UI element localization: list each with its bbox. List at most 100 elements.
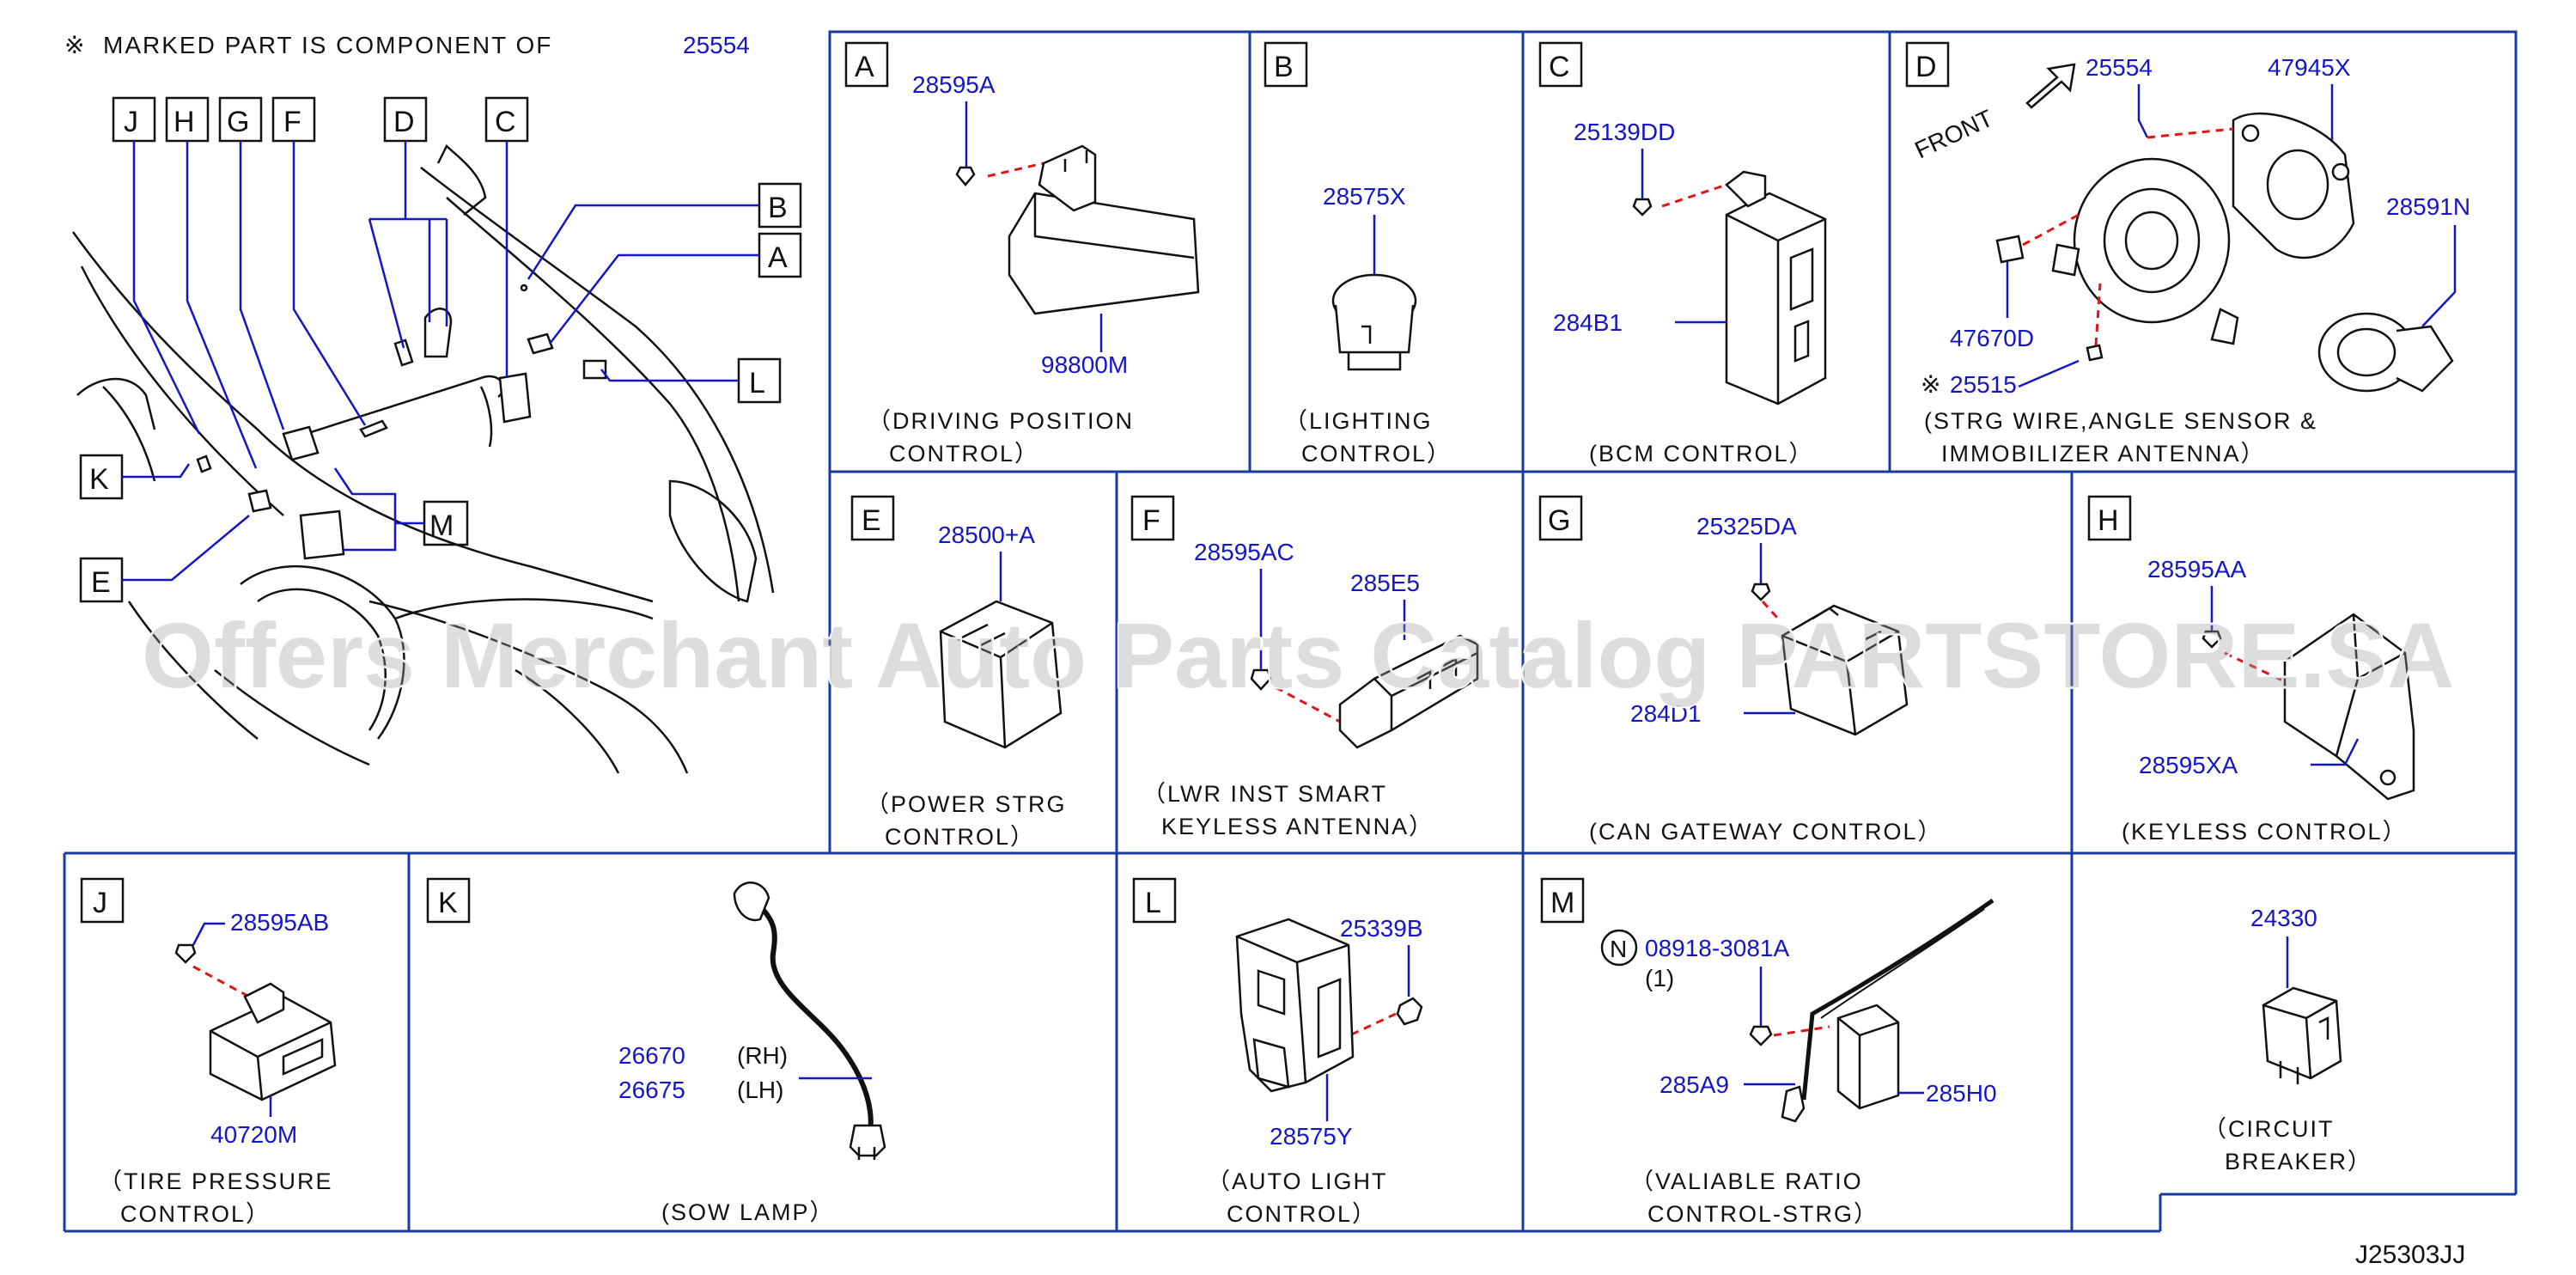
caption-M-2: CONTROL-STRG） — [1647, 1201, 1879, 1227]
part-28575Y[interactable]: 28575Y — [1270, 1123, 1353, 1150]
callout-B[interactable]: B — [768, 192, 788, 224]
caption-A-1: （DRIVING POSITION — [868, 408, 1134, 434]
caption-K-1: (SOW LAMP） — [661, 1199, 835, 1225]
part-98800M[interactable]: 98800M — [1041, 351, 1128, 378]
caption-C-1: (BCM CONTROL） — [1589, 441, 1814, 467]
part-25325DA[interactable]: 25325DA — [1696, 513, 1797, 540]
part-284D1[interactable]: 284D1 — [1630, 700, 1702, 727]
panel-K: K 26670 (RH) 26675 (LH) (SOW LAMP） — [426, 877, 886, 1225]
panel-circuit-breaker: 24330 （CIRCUIT BREAKER） — [2203, 905, 2371, 1174]
part-47670D[interactable]: 47670D — [1950, 325, 2034, 351]
caption-B-2: CONTROL） — [1301, 441, 1452, 467]
panel-L: L 25339B 28575Y （AUTO LIGHT CONTROL） — [1132, 877, 1423, 1227]
panel-B-letter: B — [1274, 51, 1294, 83]
caption-F-2: KEYLESS ANTENNA） — [1161, 814, 1434, 839]
panel-J: J 28595AB 40720M （TIRE PRESSURE CONTROL） — [80, 877, 337, 1227]
marked-note-part[interactable]: 25554 — [683, 32, 750, 58]
part-25139DD[interactable]: 25139DD — [1574, 119, 1675, 145]
caption-G-1: (CAN GATEWAY CONTROL） — [1589, 819, 1943, 845]
part-285A9[interactable]: 285A9 — [1659, 1071, 1729, 1098]
callout-E[interactable]: E — [91, 566, 111, 599]
panel-K-letter: K — [438, 887, 458, 919]
panel-E-letter: E — [862, 504, 881, 537]
panel-G: G 25325DA 284D1 (CAN GATEWAY CONTROL） — [1538, 495, 1943, 845]
caption-A-2: CONTROL） — [889, 441, 1039, 467]
drawing-code: J25303JJ — [2355, 1241, 2465, 1269]
panel-H: H 28595AA 28595XA (KEYLESS CONTROL） — [2087, 495, 2415, 845]
part-26670[interactable]: 26670 — [618, 1042, 685, 1069]
panel-F: F 28595AC 285E5 （LWR INST SMART KEYLESS … — [1130, 495, 1479, 839]
caption-E-1: （POWER STRG — [866, 791, 1067, 817]
part-08918-3081A[interactable]: 08918-3081A — [1645, 935, 1789, 961]
part-24330[interactable]: 24330 — [2250, 905, 2317, 931]
panel-M-letter: M — [1550, 887, 1574, 919]
part-28595AB[interactable]: 28595AB — [230, 909, 329, 936]
caption-F-1: （LWR INST SMART — [1142, 781, 1387, 807]
callout-H[interactable]: H — [174, 106, 195, 138]
caption-M-1: （VALIABLE RATIO — [1630, 1168, 1863, 1194]
front-label: FRONT — [1910, 105, 1997, 164]
caption-B-1: （LIGHTING — [1284, 408, 1433, 434]
caption-J-2: CONTROL） — [120, 1201, 271, 1227]
front-arrow-icon — [2025, 63, 2076, 109]
panel-J-letter: J — [93, 887, 107, 919]
part-25339B[interactable]: 25339B — [1340, 915, 1423, 942]
panel-H-letter: H — [2098, 504, 2119, 537]
marked-symbol: ※ — [64, 32, 84, 58]
callout-J[interactable]: J — [124, 106, 138, 138]
caption-L-2: CONTROL） — [1227, 1201, 1377, 1227]
part-28500A[interactable]: 28500+A — [938, 522, 1035, 548]
callout-L[interactable]: L — [749, 367, 765, 400]
vehicle-overview — [71, 143, 775, 774]
part-25554[interactable]: 25554 — [2086, 54, 2153, 81]
caption-E-2: CONTROL） — [885, 824, 1035, 850]
panel-B: B 28575X （LIGHTING CONTROL） — [1264, 41, 1452, 467]
callout-M[interactable]: M — [429, 509, 454, 542]
part-26675[interactable]: 26675 — [618, 1077, 685, 1103]
caption-D-1: (STRG WIRE,ANGLE SENSOR & — [1924, 408, 2317, 434]
overview-callouts: J H G F D C B A L K M E — [79, 96, 802, 603]
part-40720M[interactable]: 40720M — [210, 1121, 297, 1148]
part-28575X[interactable]: 28575X — [1323, 183, 1406, 210]
panel-L-letter: L — [1145, 887, 1161, 919]
qty-08918-3081A: (1) — [1645, 965, 1674, 991]
caption-L-1: （AUTO LIGHT — [1207, 1168, 1388, 1194]
callout-A[interactable]: A — [768, 241, 788, 274]
caption-D-2: IMMOBILIZER ANTENNA） — [1941, 441, 2266, 467]
part-25515[interactable]: 25515 — [1950, 371, 2017, 398]
part-28591N[interactable]: 28591N — [2386, 193, 2470, 220]
marked-note: MARKED PART IS COMPONENT OF — [103, 32, 552, 58]
nut-symbol-icon: N — [1610, 936, 1627, 962]
panel-grid — [63, 30, 2518, 1233]
part-28595AA[interactable]: 28595AA — [2147, 556, 2247, 583]
panel-F-letter: F — [1142, 504, 1160, 537]
callout-C[interactable]: C — [495, 106, 516, 138]
marked-25515-symbol: ※ — [1921, 371, 1940, 398]
callout-G[interactable]: G — [227, 106, 249, 138]
panel-G-letter: G — [1548, 504, 1570, 537]
part-28595A[interactable]: 28595A — [912, 71, 996, 98]
panel-C-letter: C — [1549, 51, 1570, 83]
callout-F[interactable]: F — [283, 106, 301, 138]
part-285E5[interactable]: 285E5 — [1350, 570, 1420, 596]
part-47945X[interactable]: 47945X — [2268, 54, 2351, 81]
callout-D[interactable]: D — [393, 106, 415, 138]
caption-H-1: (KEYLESS CONTROL） — [2122, 819, 2408, 845]
panel-A: A 28595A 98800M （DRIVING POSITION CONTRO… — [844, 41, 1200, 467]
panel-D-letter: D — [1915, 51, 1937, 83]
part-284B1[interactable]: 284B1 — [1553, 309, 1623, 336]
panel-M: M N 08918-3081A (1) 285A9 285H0 （VALIABL… — [1540, 877, 1997, 1227]
panel-A-letter: A — [855, 51, 874, 83]
side-RH: (RH) — [737, 1042, 788, 1069]
side-LH: (LH) — [737, 1077, 783, 1103]
caption-J-1: （TIRE PRESSURE — [99, 1168, 333, 1194]
part-28595XA[interactable]: 28595XA — [2139, 752, 2238, 778]
caption-breaker-1: （CIRCUIT — [2203, 1116, 2335, 1142]
part-28595AC[interactable]: 28595AC — [1194, 539, 1294, 565]
panel-D: D FRONT 25554 47945X 28591N 47670D ※ 255… — [1905, 41, 2470, 467]
callout-K[interactable]: K — [89, 463, 109, 496]
panel-C: C 25139DD 284B1 (BCM CONTROL） — [1538, 41, 1827, 467]
part-285H0[interactable]: 285H0 — [1926, 1080, 1997, 1107]
